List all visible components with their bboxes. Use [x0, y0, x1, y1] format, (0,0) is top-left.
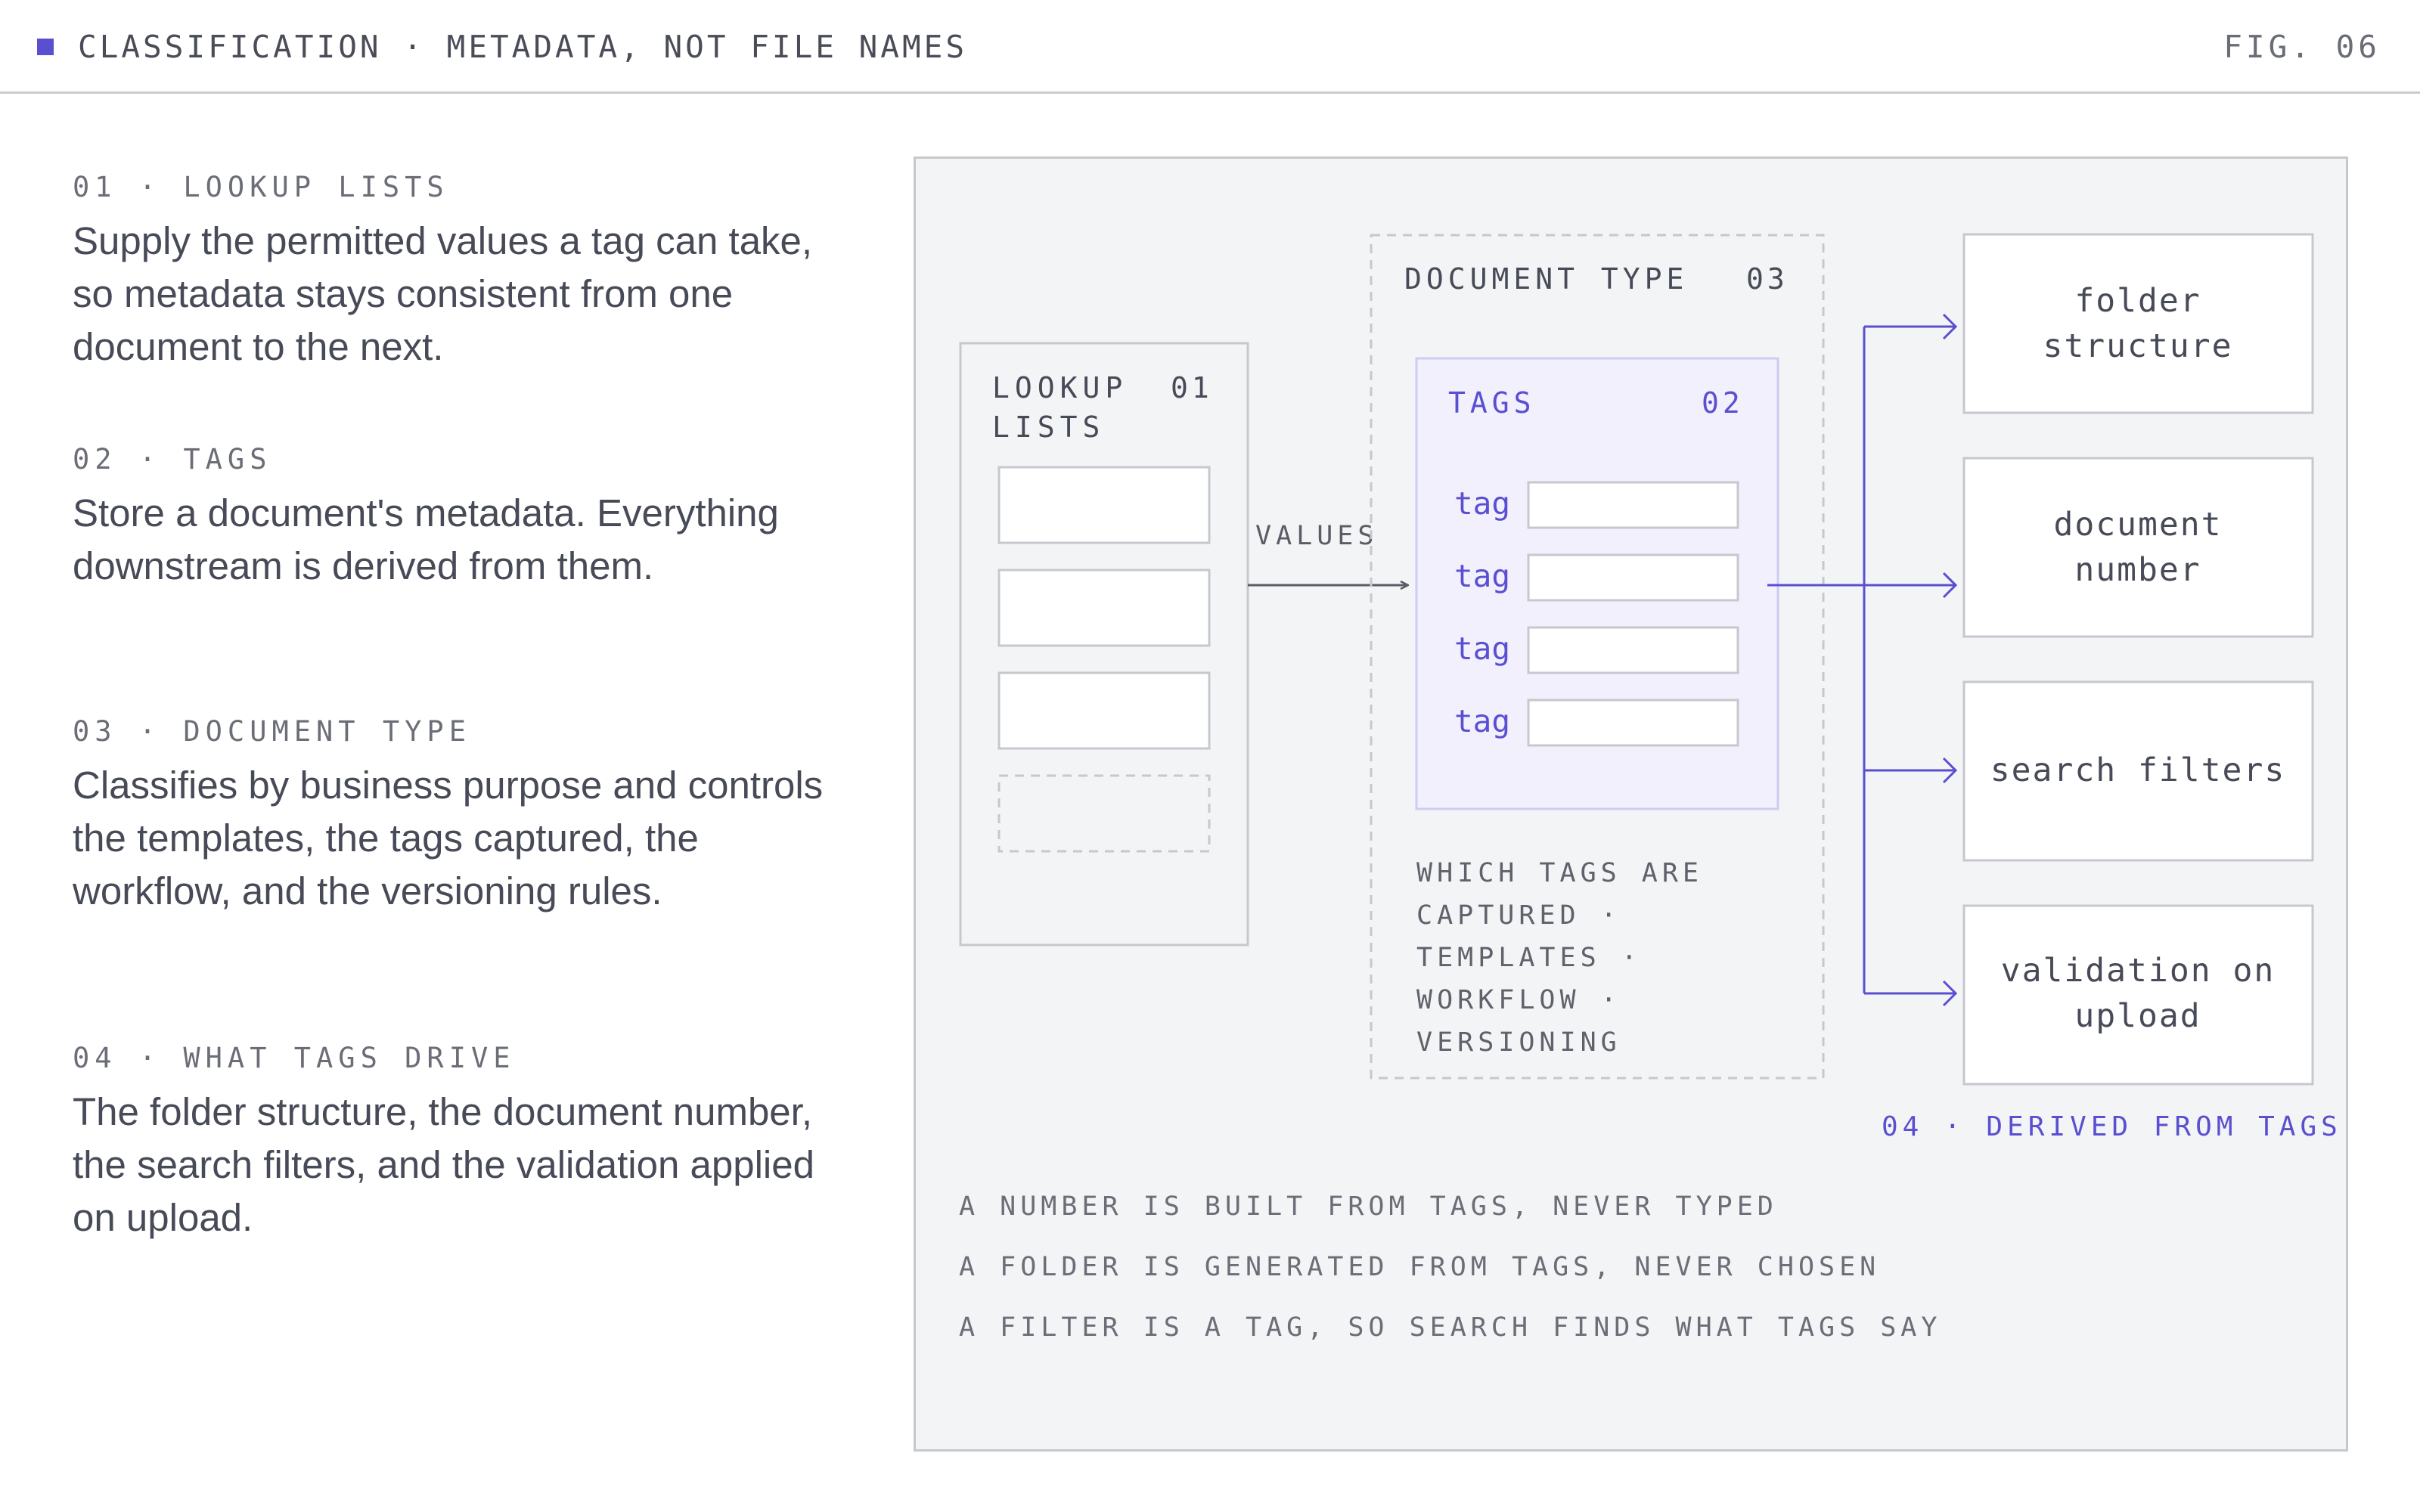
section-label: 01 · LOOKUP LISTS [73, 171, 449, 203]
tag-label: tag [1454, 703, 1510, 739]
output-label: folder [2074, 282, 2201, 320]
output-search-filters: search filters [1962, 680, 2314, 862]
output-validation-on-upload: validation on upload [1962, 904, 2314, 1086]
tag-label: tag [1454, 631, 1510, 667]
document-type-caption: TEMPLATES · [1416, 943, 1642, 973]
output-label: search filters [1990, 751, 2285, 789]
lookup-title-line2: LISTS [992, 411, 1105, 444]
output-label: number [2074, 551, 2201, 589]
lookup-list-item [997, 671, 1211, 750]
section-document-type: 03 · DOCUMENT TYPE Classifies by busines… [73, 715, 859, 918]
section-label: 03 · DOCUMENT TYPE [73, 715, 471, 748]
lookup-lists-box: LOOKUP 01 LISTS [959, 342, 1249, 947]
derived-connectors [1767, 313, 1958, 1007]
output-label: document [2053, 506, 2222, 544]
brand-square-icon [37, 39, 54, 55]
arrowhead-icon [1942, 980, 1958, 1007]
tags-box: TAGS 02 tag tag tag tag [1415, 357, 1779, 810]
output-label: structure [2043, 327, 2233, 365]
document-type-caption: WORKFLOW · [1416, 985, 1621, 1015]
tag-field [1527, 481, 1739, 529]
document-type-title: DOCUMENT TYPE [1404, 262, 1688, 296]
lookup-title: LOOKUP [992, 371, 1128, 404]
lookup-list-item [997, 466, 1211, 544]
page-title: CLASSIFICATION · METADATA, NOT FILE NAME… [78, 29, 968, 65]
section-tags: 02 · TAGS Store a document's metadata. E… [73, 443, 859, 593]
lookup-number: 01 [1171, 371, 1213, 404]
document-type-caption: VERSIONING [1416, 1027, 1621, 1058]
tag-field [1527, 699, 1739, 747]
arrowhead-icon [1942, 757, 1958, 784]
output-document-number: document number [1962, 457, 2314, 638]
tags-title: TAGS [1448, 386, 1536, 420]
lookup-list-item [997, 569, 1211, 647]
document-type-number: 03 [1746, 262, 1789, 296]
section-lookup-lists: 01 · LOOKUP LISTS Supply the permitted v… [73, 171, 859, 373]
document-type-caption: CAPTURED · [1416, 900, 1621, 931]
arrowhead-icon [1942, 313, 1958, 340]
header-bar: CLASSIFICATION · METADATA, NOT FILE NAME… [0, 0, 2420, 94]
section-body: Supply the permitted values a tag can ta… [73, 219, 813, 368]
note-folder: A FOLDER IS GENERATED FROM TAGS, NEVER C… [959, 1252, 1881, 1282]
section-body: The folder structure, the document numbe… [73, 1090, 814, 1239]
tag-field [1527, 553, 1739, 602]
tags-number: 02 [1702, 386, 1744, 420]
output-label: validation on [2001, 952, 2276, 990]
values-label: VALUES [1255, 521, 1378, 551]
tag-field [1527, 626, 1739, 674]
note-filter: A FILTER IS A TAG, SO SEARCH FINDS WHAT … [959, 1312, 1942, 1343]
tag-label: tag [1454, 558, 1510, 594]
arrowhead-icon [1942, 572, 1958, 599]
section-label: 02 · TAGS [73, 443, 272, 476]
section-label: 04 · WHAT TAGS DRIVE [73, 1042, 516, 1074]
tag-label: tag [1454, 485, 1510, 522]
figure-label: FIG. 06 [2223, 29, 2381, 65]
note-number: A NUMBER IS BUILT FROM TAGS, NEVER TYPED [959, 1191, 1778, 1222]
derived-from-tags-label: 04 · DERIVED FROM TAGS [1882, 1111, 2342, 1142]
section-what-tags-drive: 04 · WHAT TAGS DRIVE The folder structur… [73, 1042, 859, 1244]
document-type-box: DOCUMENT TYPE 03 WHICH TAGS ARE CAPTURED… [1370, 234, 1825, 1080]
output-label: upload [2074, 997, 2201, 1035]
section-body: Classifies by business purpose and contr… [73, 764, 824, 912]
output-folder-structure: folder structure [1962, 233, 2314, 414]
document-type-caption: WHICH TAGS ARE [1416, 858, 1703, 888]
section-body: Store a document's metadata. Everything … [73, 491, 779, 587]
